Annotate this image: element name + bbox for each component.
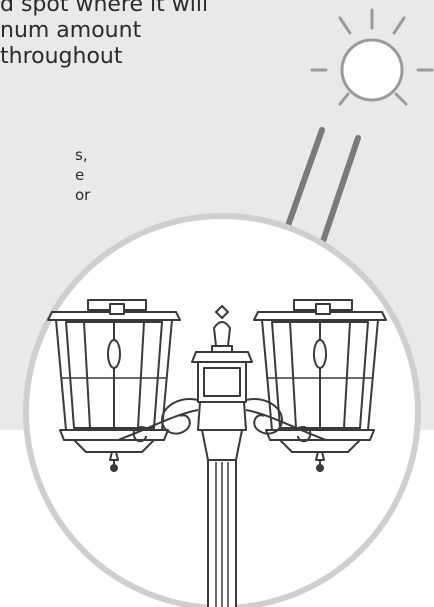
sun-icon <box>312 10 432 104</box>
